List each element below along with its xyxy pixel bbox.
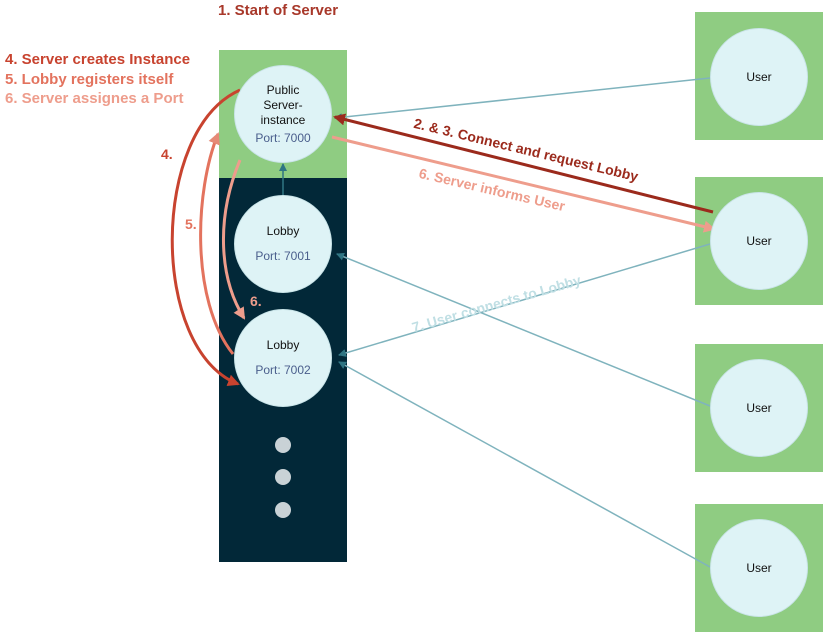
user-label: User (746, 233, 772, 248)
more-lobbies-dot (275, 469, 291, 485)
lobby-node-1: Lobby Port: 7001 (234, 195, 332, 293)
lobby-label: Lobby (266, 224, 300, 238)
lobby-label: Lobby (266, 338, 300, 352)
lobby-port: Port: 7001 (255, 249, 311, 263)
more-lobbies-dot (275, 502, 291, 518)
legend-item-lobby-registers: 5. Lobby registers itself (5, 70, 174, 88)
lobby-port: Port: 7002 (255, 363, 311, 377)
label-step-4: 4. (161, 146, 173, 162)
diagram-title: 1. Start of Server (218, 2, 339, 19)
link-user4-lobby2 (338, 361, 711, 568)
server-label-line1: Public (266, 82, 300, 97)
link-user3-lobby1 (336, 252, 711, 407)
user-label: User (746, 69, 772, 84)
user-node-4: User (710, 519, 808, 617)
legend-item-create-instance: 4. Server creates Instance (5, 51, 191, 68)
user-label: User (746, 560, 772, 575)
user-node-2: User (710, 192, 808, 290)
arrow-server-informs (331, 135, 716, 233)
user-node-3: User (710, 359, 808, 457)
server-label-line2: Server- (263, 97, 303, 112)
arrow-connect-request (333, 113, 714, 214)
user-node-1: User (710, 28, 808, 126)
user-label: User (746, 400, 772, 415)
arrow-assign-port (222, 159, 246, 320)
server-label-line3: instance (260, 112, 306, 127)
link-user1-server (334, 77, 711, 122)
link-user2-lobby2 (338, 243, 711, 357)
server-port: Port: 7000 (255, 130, 311, 145)
arrow-lobby-registers (199, 132, 235, 355)
server-instance-node: Public Server- instance Port: 7000 (234, 65, 332, 163)
legend: 4. Server creates Instance 5. Lobby regi… (5, 50, 190, 109)
label-step-6: 6. (250, 293, 262, 309)
lobby-node-2: Lobby Port: 7002 (234, 309, 332, 407)
arrow-create-instance (170, 88, 241, 386)
legend-item-assign-port: 6. Server assignes a Port (5, 90, 184, 107)
more-lobbies-dot (275, 437, 291, 453)
label-step-5: 5. (185, 216, 197, 232)
